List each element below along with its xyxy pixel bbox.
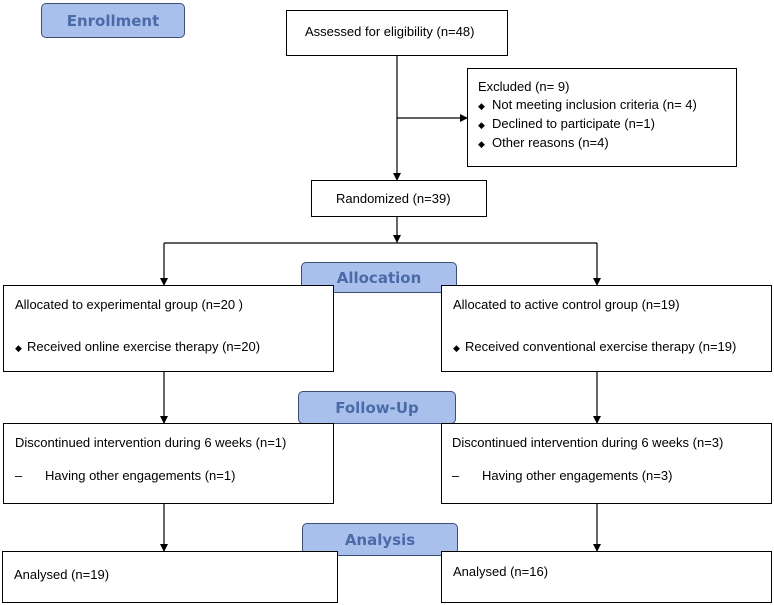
dash-bullet-icon: –	[15, 468, 23, 483]
randomized-text: Randomized (n=39)	[336, 191, 451, 206]
diamond-bullet-icon: ◆	[15, 343, 22, 353]
experimental-analysed-text: Analysed (n=19)	[14, 567, 110, 582]
experimental-reason-text: Having other engagements (n=1)	[45, 468, 236, 483]
experimental-allocated-text: Allocated to experimental group (n=20 )	[15, 297, 243, 312]
control-reason-text: Having other engagements (n=3)	[482, 468, 673, 483]
excluded-reason-text: Other reasons (n=4)	[492, 135, 609, 150]
control-reason-item: – Having other engagements (n=3)	[452, 468, 672, 484]
experimental-allocation-box: Allocated to experimental group (n=20 ) …	[3, 285, 334, 372]
diamond-bullet-icon: ◆	[478, 120, 485, 130]
experimental-analysed-box: Analysed (n=19)	[2, 551, 338, 603]
excluded-reason-item: ◆ Not meeting inclusion criteria (n= 4)	[478, 97, 697, 114]
control-received-item: ◆ Received conventional exercise therapy …	[453, 339, 736, 356]
control-allocation-box: Allocated to active control group (n=19)…	[441, 285, 772, 372]
excluded-reason-item: ◆ Declined to participate (n=1)	[478, 116, 655, 133]
diamond-bullet-icon: ◆	[478, 101, 485, 111]
control-received-text: Received conventional exercise therapy (…	[465, 339, 737, 354]
excluded-reason-text: Declined to participate (n=1)	[492, 116, 655, 131]
control-analysed-box: Analysed (n=16)	[441, 551, 772, 603]
experimental-received-text: Received online exercise therapy (n=20)	[27, 339, 261, 354]
randomized-box: Randomized (n=39)	[311, 180, 487, 217]
stage-analysis-label: Analysis	[302, 523, 458, 556]
control-discontinued-text: Discontinued intervention during 6 weeks…	[452, 435, 724, 450]
control-analysed-text: Analysed (n=16)	[453, 564, 549, 579]
stage-follow-up-label: Follow-Up	[298, 391, 456, 424]
assessed-box: Assessed for eligibility (n=48)	[286, 10, 508, 56]
experimental-reason-item: – Having other engagements (n=1)	[15, 468, 235, 484]
excluded-reason-item: ◆ Other reasons (n=4)	[478, 135, 609, 152]
diamond-bullet-icon: ◆	[478, 139, 485, 149]
excluded-reason-text: Not meeting inclusion criteria (n= 4)	[492, 97, 697, 112]
excluded-box: Excluded (n= 9) ◆ Not meeting inclusion c…	[467, 68, 737, 167]
stage-allocation-label: Allocation	[301, 262, 457, 293]
assessed-text: Assessed for eligibility (n=48)	[305, 24, 475, 39]
experimental-followup-box: Discontinued intervention during 6 weeks…	[3, 423, 334, 504]
stage-enrollment-label: Enrollment	[41, 3, 185, 38]
diamond-bullet-icon: ◆	[453, 343, 460, 353]
experimental-received-item: ◆ Received online exercise therapy (n=20)	[15, 339, 260, 356]
control-allocated-text: Allocated to active control group (n=19)	[453, 297, 680, 312]
dash-bullet-icon: –	[452, 468, 460, 483]
experimental-discontinued-text: Discontinued intervention during 6 weeks…	[15, 435, 287, 450]
control-followup-box: Discontinued intervention during 6 weeks…	[441, 423, 772, 504]
excluded-title: Excluded (n= 9)	[478, 79, 570, 94]
